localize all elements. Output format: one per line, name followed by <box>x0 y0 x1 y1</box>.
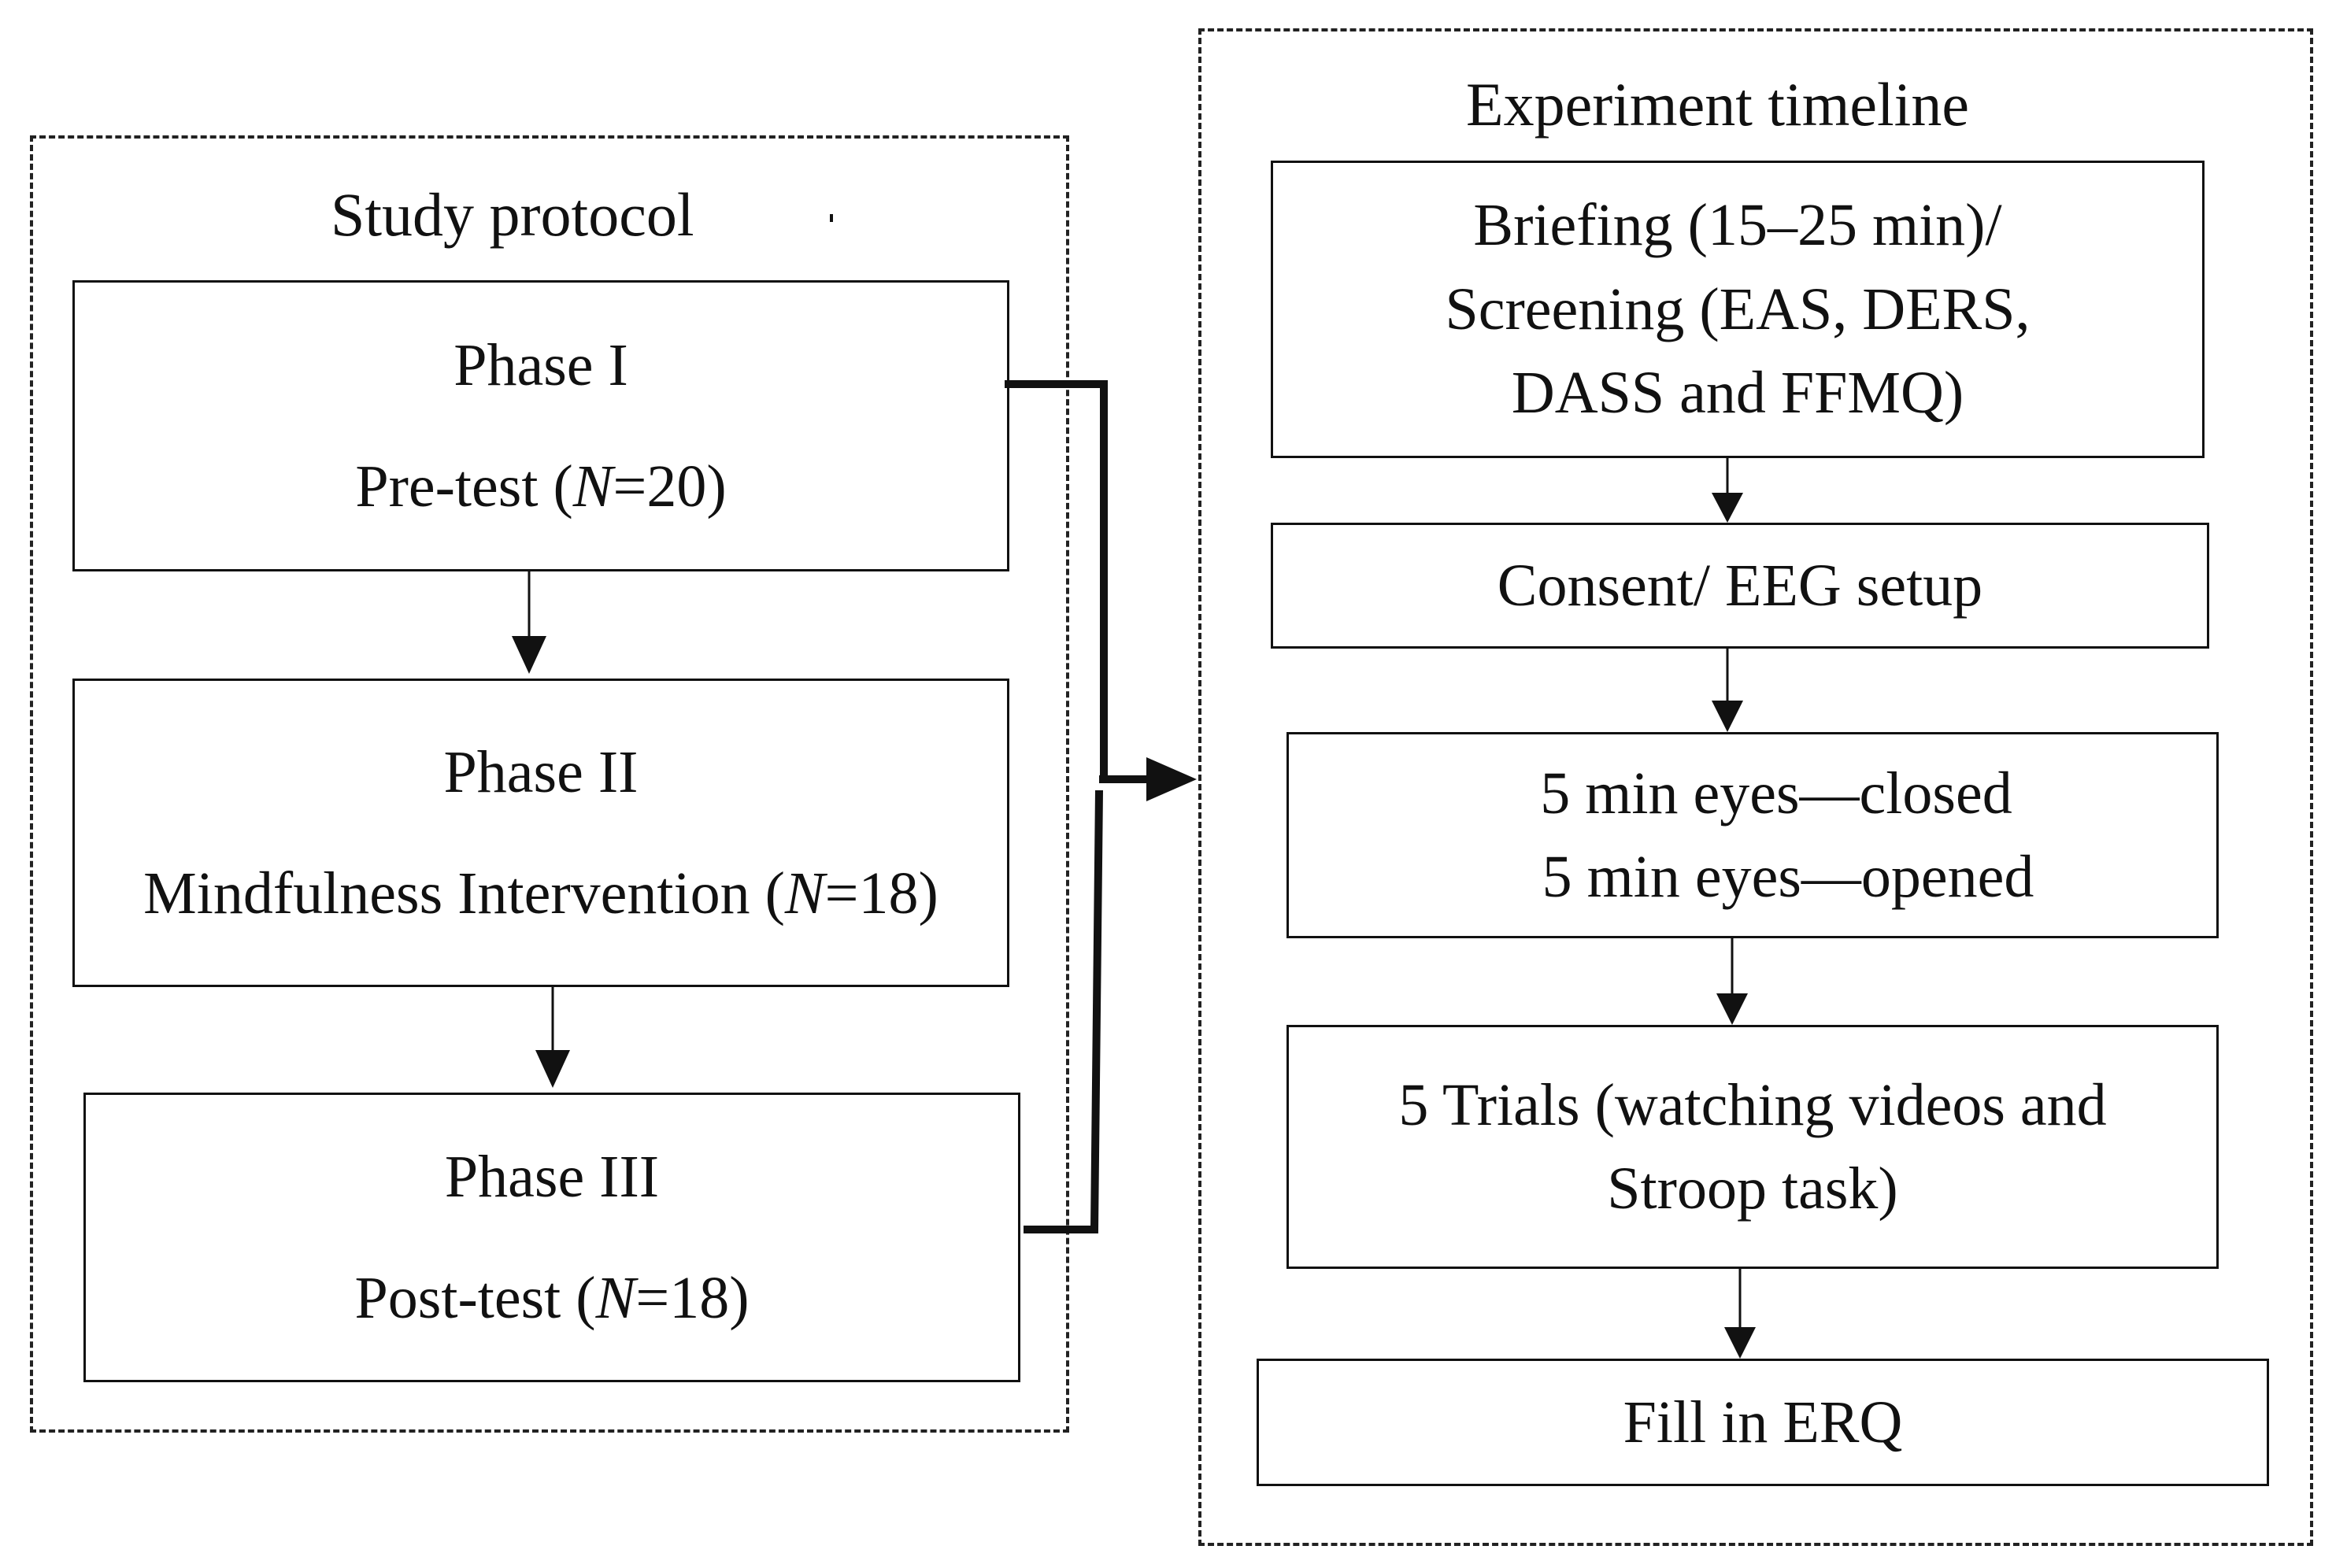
briefing-line-1: Briefing (15–25 min)/ <box>1473 192 2002 259</box>
phase-1-box: Phase I Pre-test (N=20) <box>72 280 1009 571</box>
phase-3-box: Phase III Post-test (N=18) <box>83 1093 1020 1382</box>
stray-mark <box>830 214 833 222</box>
eyes-line-2: 5 min eyes—opened <box>1542 844 2034 910</box>
briefing-line-2: Screening (EAS, DERS, <box>1445 276 2031 342</box>
experiment-timeline-frame <box>1198 28 2313 1546</box>
phase-1-title: Phase I <box>454 331 628 398</box>
eyes-line-1: 5 min eyes—closed <box>1540 760 2012 827</box>
timeline-step-briefing: Briefing (15–25 min)/ Screening (EAS, DE… <box>1271 161 2205 458</box>
trials-line-2: Stroop task) <box>1607 1156 1898 1222</box>
timeline-step-erq: Fill in ERQ <box>1257 1359 2269 1486</box>
timeline-step-trials: 5 Trials (watching videos and Stroop tas… <box>1286 1025 2219 1269</box>
phase-2-box: Phase II Mindfulness Intervention (N=18) <box>72 679 1009 987</box>
timeline-step-eyes: 5 min eyes—closed 5 min eyes—opened <box>1286 732 2219 938</box>
bracket-connector <box>1005 380 1197 1233</box>
phase-2-title: Phase II <box>443 738 639 805</box>
phase-2-label: Mindfulness Intervention (N=18) <box>143 860 938 926</box>
erq-line-1: Fill in ERQ <box>1623 1389 1903 1455</box>
briefing-line-3: DASS and FFMQ) <box>1511 360 1964 427</box>
consent-line-1: Consent/ EEG setup <box>1497 552 1983 619</box>
arrow-briefing-to-consent <box>1712 458 1743 523</box>
study-protocol-frame <box>30 135 1069 1433</box>
arrow-eyes-to-trials <box>1716 938 1748 1025</box>
timeline-step-consent: Consent/ EEG setup <box>1271 523 2209 649</box>
arrow-phase2-to-phase3 <box>535 987 570 1088</box>
arrow-trials-to-erq <box>1724 1269 1756 1359</box>
phase-3-title: Phase III <box>444 1143 660 1210</box>
trials-line-1: 5 Trials (watching videos and <box>1398 1071 2107 1138</box>
phase-3-label: Post-test (N=18) <box>354 1265 750 1331</box>
study-protocol-title: Study protocol <box>331 180 694 249</box>
phase-1-label: Pre-test (N=20) <box>355 453 727 520</box>
arrow-consent-to-eyes <box>1712 649 1743 732</box>
arrow-phase1-to-phase2 <box>512 571 546 674</box>
experiment-timeline-title: Experiment timeline <box>1466 70 1969 139</box>
